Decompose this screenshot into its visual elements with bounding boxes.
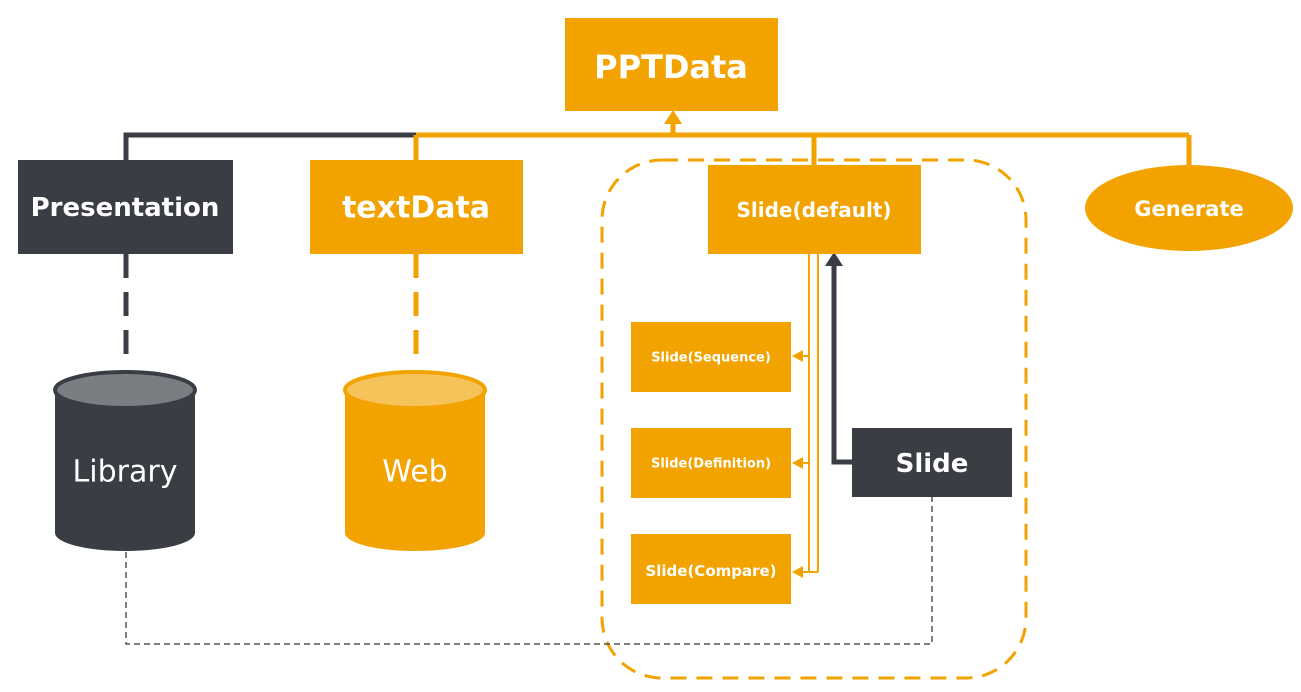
web-database-icon: Web: [343, 370, 487, 551]
root-label: PPTData: [594, 48, 748, 86]
presentation-connector: [123, 132, 416, 160]
slide-compare-node: Slide(Compare): [631, 534, 791, 604]
definition-arrowhead: [792, 457, 803, 469]
slide-to-default-connector: [831, 264, 852, 465]
textdata-node: textData: [310, 160, 523, 254]
slide-compare-label: Slide(Compare): [645, 562, 776, 580]
subtype-connectors: [792, 254, 819, 578]
generate-label: Generate: [1134, 197, 1243, 221]
slide-sequence-label: Slide(Sequence): [651, 351, 771, 366]
slide-sequence-node: Slide(Sequence): [631, 322, 791, 392]
slide-definition-node: Slide(Definition): [631, 428, 791, 498]
web-label: Web: [382, 455, 447, 490]
slide-definition-label: Slide(Definition): [651, 457, 771, 472]
compare-arrowhead: [792, 566, 803, 578]
presentation-label: Presentation: [31, 193, 220, 223]
slide-to-default-arrowhead: [825, 252, 843, 266]
slide-label: Slide: [896, 449, 969, 479]
slide-node: Slide: [852, 428, 1012, 497]
root-arrowhead: [664, 110, 682, 124]
root-node: PPTData: [565, 18, 778, 111]
generate-node: Generate: [1085, 165, 1293, 251]
textdata-label: textData: [342, 191, 490, 226]
library-slide-link: [125, 497, 933, 645]
inheritance-connectors: [123, 110, 1192, 165]
slide-default-node: Slide(default): [708, 165, 921, 254]
presentation-node: Presentation: [18, 160, 233, 254]
library-database-icon: Library: [53, 370, 197, 551]
slides-group-container: [600, 158, 1028, 680]
slide-default-label: Slide(default): [736, 198, 891, 222]
library-label: Library: [73, 455, 178, 490]
sequence-arrowhead: [792, 350, 803, 362]
